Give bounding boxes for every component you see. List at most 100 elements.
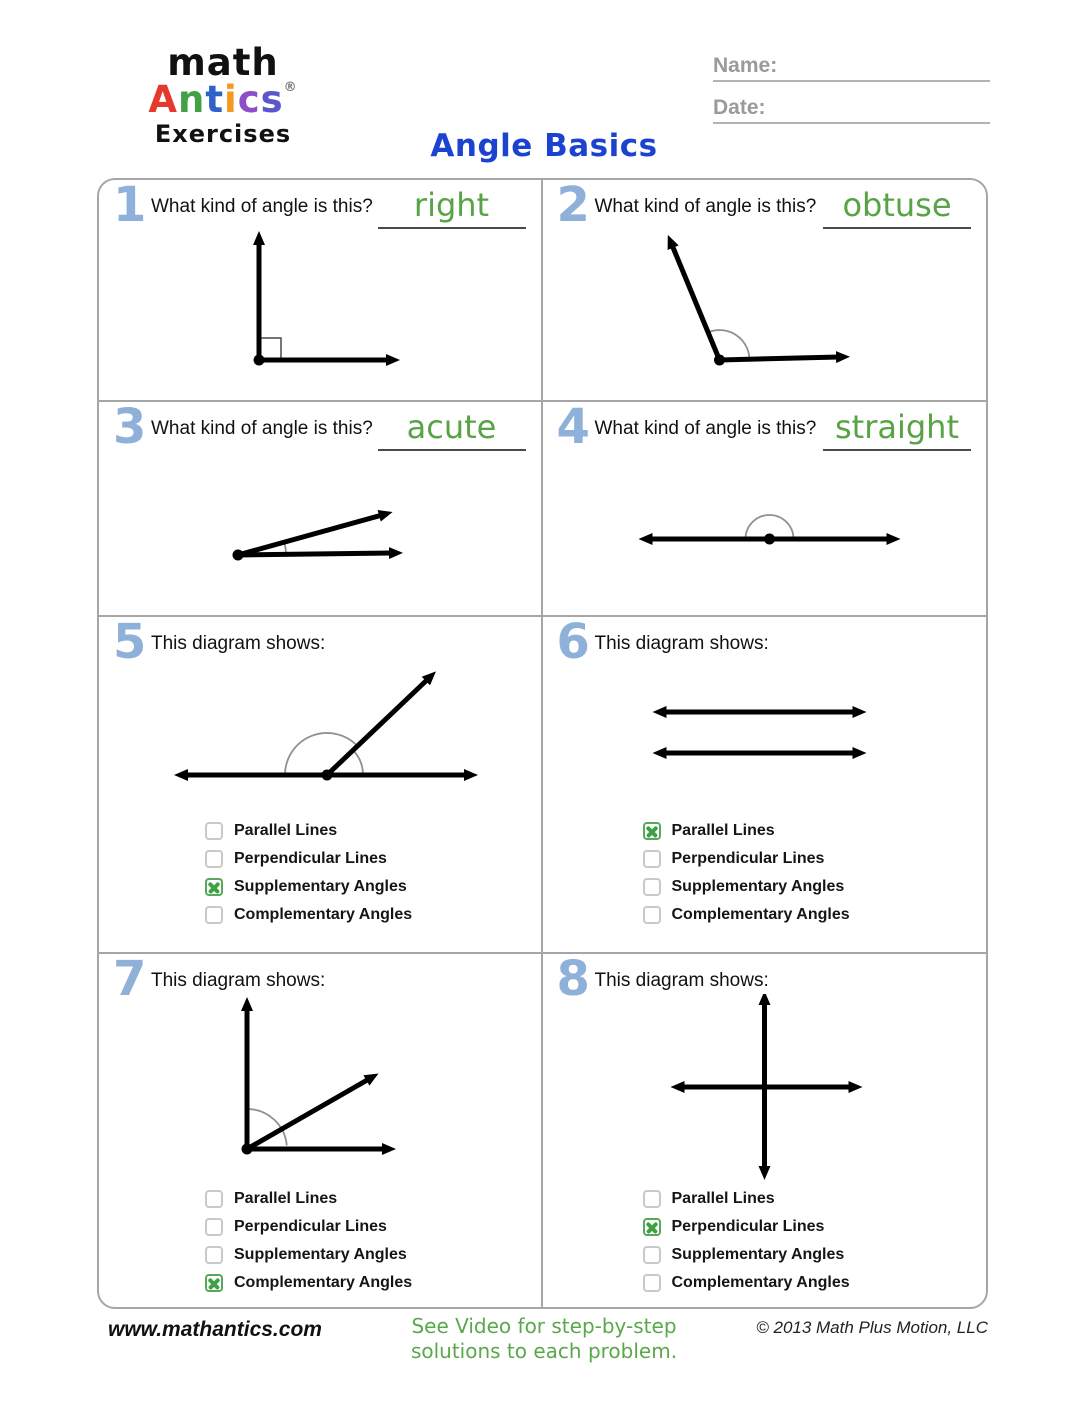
name-label: Name: <box>713 54 778 77</box>
checkbox-icon[interactable] <box>642 1246 661 1264</box>
registered-mark: ® <box>283 80 298 95</box>
option-perpendicular-lines[interactable]: Perpendicular Lines <box>205 1218 412 1236</box>
answer-blank[interactable]: straight <box>823 406 971 451</box>
option-label: Supplementary Angles <box>234 1246 407 1263</box>
option-label: Complementary Angles <box>234 1274 413 1291</box>
option-parallel-lines[interactable]: Parallel Lines <box>205 1190 412 1208</box>
question-prompt: This diagram shows: <box>594 633 769 654</box>
name-date-block: Name: Date: <box>713 46 990 130</box>
question-2-cell: 2 What kind of angle is this? obtuse <box>542 177 986 402</box>
checkbox-icon[interactable] <box>642 822 661 840</box>
checkbox-icon[interactable] <box>205 1246 223 1264</box>
question-number: 6 <box>556 614 590 670</box>
perpendicular-lines-diagram <box>670 994 862 1180</box>
answer-text: right <box>413 186 490 224</box>
question-prompt: This diagram shows: <box>151 970 326 991</box>
logo-word-math: math <box>167 41 279 84</box>
name-row: Name: <box>713 46 990 82</box>
answer-blank[interactable]: right <box>377 184 526 229</box>
question-number: 1 <box>113 177 147 233</box>
footer-note-line2: solutions to each problem. <box>410 1339 678 1363</box>
checkbox-icon[interactable] <box>642 1190 661 1208</box>
question-8-cell: 8 This diagram shows: Parallel Lines Per… <box>543 954 987 1307</box>
answer-blank[interactable]: obtuse <box>823 184 971 229</box>
options-list: Parallel Lines Perpendicular Lines Suppl… <box>642 822 850 924</box>
footer-note-line1: See Video for step-by-step <box>411 1314 677 1338</box>
question-number: 3 <box>113 399 147 455</box>
option-label: Complementary Angles <box>234 906 413 923</box>
question-number: 5 <box>113 614 147 670</box>
checkbox-icon[interactable] <box>205 906 223 924</box>
x-mark-icon <box>645 1220 659 1234</box>
option-label: Supplementary Angles <box>234 878 407 895</box>
logo-subtitle: Exercises <box>154 120 292 148</box>
answer-blank[interactable]: acute <box>377 406 526 451</box>
question-5-cell: 5 This diagram shows: Parallel Lines Per… <box>99 617 543 954</box>
option-label: Supplementary Angles <box>671 1246 845 1263</box>
question-3-cell: 3 What kind of angle is this? acute <box>99 402 543 617</box>
option-perpendicular-lines[interactable]: Perpendicular Lines <box>205 850 412 868</box>
checkbox-icon[interactable] <box>205 1274 223 1292</box>
question-1-cell: 1 What kind of angle is this? right <box>99 180 543 402</box>
x-mark-icon <box>207 880 221 894</box>
options-list: Parallel Lines Perpendicular Lines Suppl… <box>205 1190 412 1292</box>
acute-angle-diagram <box>232 510 403 561</box>
logo-wordmark: math Antics® <box>148 41 298 121</box>
option-supplementary-angles[interactable]: Supplementary Angles <box>642 878 850 896</box>
checkbox-icon[interactable] <box>642 878 661 896</box>
question-4-cell: 4 What kind of angle is this? straight <box>542 399 986 617</box>
checkbox-icon[interactable] <box>205 822 223 840</box>
checkbox-icon[interactable] <box>642 906 661 924</box>
obtuse-angle-diagram <box>667 234 850 366</box>
question-prompt: What kind of angle is this? <box>594 418 817 439</box>
question-prompt: What kind of angle is this? <box>151 418 373 439</box>
right-angle-diagram <box>253 231 400 366</box>
checkbox-icon[interactable] <box>642 1274 661 1292</box>
option-supplementary-angles[interactable]: Supplementary Angles <box>205 878 412 896</box>
option-label: Perpendicular Lines <box>671 850 825 867</box>
option-perpendicular-lines[interactable]: Perpendicular Lines <box>642 1218 850 1236</box>
checkbox-icon[interactable] <box>205 850 223 868</box>
option-label: Parallel Lines <box>234 1190 338 1207</box>
option-supplementary-angles[interactable]: Supplementary Angles <box>642 1246 850 1264</box>
option-label: Parallel Lines <box>671 822 775 839</box>
checkbox-icon[interactable] <box>205 1190 223 1208</box>
option-label: Complementary Angles <box>671 1274 850 1291</box>
parallel-lines-diagram <box>652 706 866 759</box>
answer-text: acute <box>406 408 497 446</box>
option-perpendicular-lines[interactable]: Perpendicular Lines <box>642 850 850 868</box>
question-number: 8 <box>556 951 590 1007</box>
checkbox-icon[interactable] <box>642 850 661 868</box>
option-label: Supplementary Angles <box>671 878 845 895</box>
options-list: Parallel Lines Perpendicular Lines Suppl… <box>205 822 412 924</box>
option-complementary-angles[interactable]: Complementary Angles <box>205 1274 412 1292</box>
answer-text: straight <box>834 408 959 446</box>
question-number: 4 <box>556 399 590 455</box>
question-7-cell: 7 This diagram shows: Parallel Lines Per… <box>99 954 543 1307</box>
option-complementary-angles[interactable]: Complementary Angles <box>642 1274 850 1292</box>
question-prompt: What kind of angle is this? <box>151 196 373 217</box>
website-link[interactable]: www.mathantics.com <box>108 1318 322 1341</box>
option-label: Parallel Lines <box>671 1190 775 1207</box>
checkbox-icon[interactable] <box>205 1218 223 1236</box>
question-6-cell: 6 This diagram shows: Parallel Lines Per… <box>542 614 986 954</box>
option-label: Perpendicular Lines <box>234 850 387 867</box>
date-row: Date: <box>713 88 990 124</box>
option-complementary-angles[interactable]: Complementary Angles <box>205 906 412 924</box>
question-number: 2 <box>556 177 590 233</box>
checkbox-icon[interactable] <box>642 1218 661 1236</box>
option-parallel-lines[interactable]: Parallel Lines <box>642 1190 850 1208</box>
option-parallel-lines[interactable]: Parallel Lines <box>642 822 850 840</box>
copyright-text: © 2013 Math Plus Motion, LLC <box>756 1318 988 1337</box>
x-mark-icon <box>207 1276 221 1290</box>
option-label: Parallel Lines <box>234 822 338 839</box>
option-parallel-lines[interactable]: Parallel Lines <box>205 822 412 840</box>
checkbox-icon[interactable] <box>205 878 223 896</box>
supplementary-angles-diagram <box>174 671 478 781</box>
option-label: Perpendicular Lines <box>234 1218 387 1235</box>
option-supplementary-angles[interactable]: Supplementary Angles <box>205 1246 412 1264</box>
option-complementary-angles[interactable]: Complementary Angles <box>642 906 850 924</box>
question-prompt: This diagram shows: <box>151 633 326 654</box>
options-list: Parallel Lines Perpendicular Lines Suppl… <box>642 1190 850 1292</box>
